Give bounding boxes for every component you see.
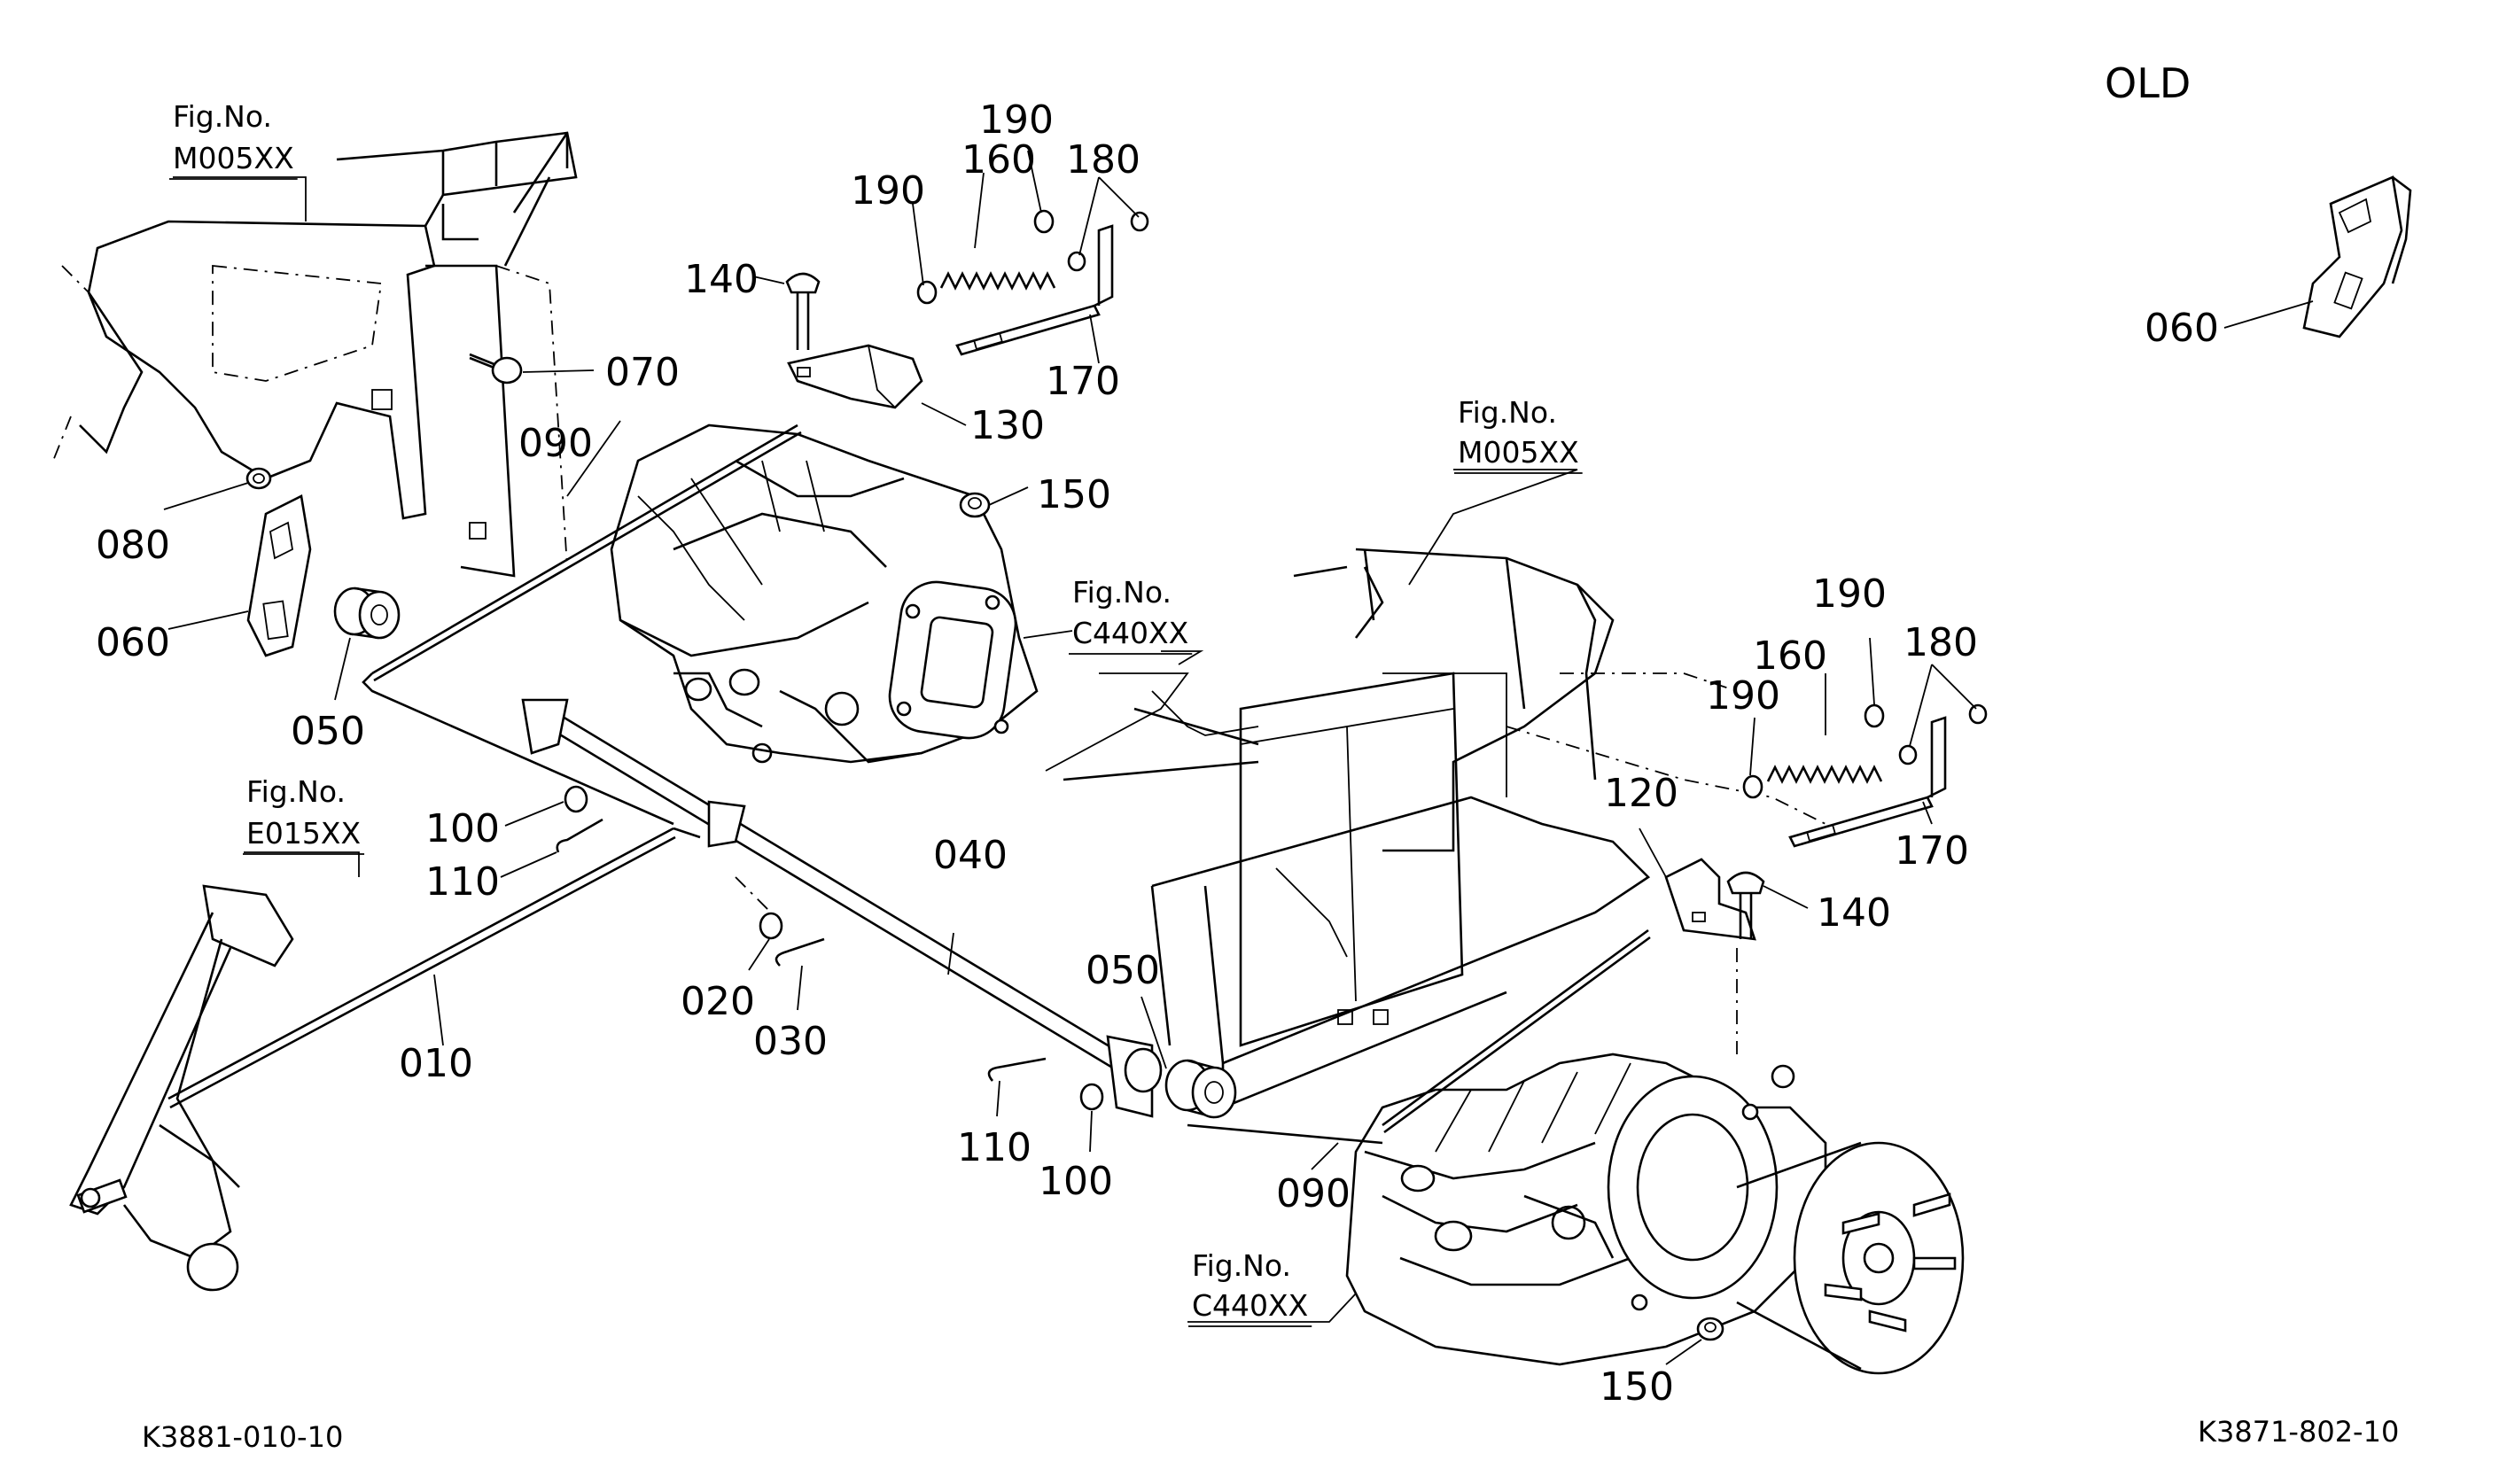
figure-ref-line1: Fig.No.	[173, 99, 272, 134]
lever-120	[1664, 858, 1756, 941]
diagram-code-left: K3881-010-10	[142, 1420, 343, 1454]
callout-050: 050	[1086, 948, 1160, 993]
bushing-050-left	[333, 587, 401, 640]
callout-020: 020	[681, 979, 755, 1024]
callout-090: 090	[518, 421, 593, 466]
diagram-code-right: K3871-802-10	[2198, 1415, 2399, 1449]
washer-190-upper-b	[1033, 209, 1055, 234]
callout-170: 170	[1046, 359, 1120, 404]
washer-190-lower-a	[1742, 774, 1763, 799]
figure-ref-line1: Fig.No.	[1192, 1248, 1291, 1283]
callout-030: 030	[753, 1019, 828, 1064]
figure-ref-line1: Fig.No.	[1072, 575, 1172, 610]
bolt-070	[469, 353, 523, 385]
washer-100-right	[1079, 1083, 1104, 1111]
callout-060: 060	[96, 620, 170, 665]
pin-110-right	[987, 1057, 1047, 1082]
callout-180: 180	[1903, 620, 1978, 665]
callout-100: 100	[1039, 1159, 1113, 1204]
nut-150-lower	[1696, 1317, 1724, 1341]
frame-left-upper	[52, 131, 578, 578]
callout-150: 150	[1600, 1364, 1674, 1410]
figure-ref-line2: M005XX	[173, 141, 294, 175]
rod-010	[167, 827, 701, 1109]
figure-ref-line2: C440XX	[1192, 1288, 1308, 1323]
figure-ref-line2: C440XX	[1072, 616, 1188, 650]
callout-190: 190	[851, 168, 925, 214]
transmission-upper	[610, 423, 1039, 764]
old-label: OLD	[2105, 59, 2191, 107]
callout-140: 140	[684, 257, 759, 302]
callout-190: 190	[1812, 571, 1887, 617]
frame-right	[1063, 548, 1844, 1109]
callout-170: 170	[1895, 828, 1969, 874]
bracket-170-upper	[955, 224, 1114, 356]
washer-020	[759, 912, 783, 940]
pin-110-left	[556, 818, 603, 853]
pedal-assembly	[69, 884, 294, 1292]
callout-010: 010	[399, 1041, 473, 1086]
callout-110: 110	[425, 859, 500, 905]
figure-ref-line2: M005XX	[1458, 435, 1579, 470]
figure-ref-m005xx-right: Fig.No. M005XX	[1454, 395, 1583, 474]
wheel-hub	[1736, 1141, 1965, 1375]
callout-190: 190	[1706, 673, 1780, 719]
callout-120: 120	[1604, 771, 1678, 816]
callout-070: 070	[605, 350, 680, 395]
rod-090-lower	[1382, 928, 1651, 1134]
figure-ref-line2: E015XX	[246, 816, 361, 851]
nuts-180-upper	[1067, 211, 1149, 272]
bracket-170-lower	[1788, 716, 1947, 848]
nut-080	[245, 467, 272, 490]
callout-110: 110	[957, 1125, 1032, 1170]
bushing-050-right	[1164, 1059, 1237, 1119]
rod-090-upper	[371, 423, 802, 682]
callout-190: 190	[979, 97, 1054, 143]
spring-160-lower	[1766, 765, 1883, 784]
clevis-pin-140-upper	[785, 272, 821, 350]
callout-060: 060	[2145, 306, 2219, 351]
callout-180: 180	[1066, 137, 1141, 183]
pin-030	[775, 937, 825, 967]
figure-ref-line1: Fig.No.	[1458, 395, 1557, 430]
washer-190-lower-b	[1864, 703, 1885, 728]
spring-160-upper	[939, 271, 1056, 291]
washer-100-left	[564, 785, 588, 813]
figure-ref-e015xx: Fig.No. E015XX	[243, 774, 365, 855]
callout-050: 050	[291, 709, 365, 754]
callout-100: 100	[425, 806, 500, 851]
figure-ref-line1: Fig.No.	[246, 774, 346, 809]
callout-160: 160	[1753, 633, 1827, 679]
washer-190-upper-a	[916, 280, 938, 305]
leader-lines	[163, 150, 2314, 1365]
callout-080: 080	[96, 523, 170, 568]
lever-130	[787, 344, 923, 409]
shaft-040	[521, 698, 1163, 1118]
callout-160: 160	[961, 137, 1036, 183]
callout-130: 130	[970, 403, 1045, 448]
callout-040: 040	[933, 833, 1008, 878]
nuts-180-lower	[1898, 703, 1988, 765]
bracket-060-left	[246, 494, 312, 657]
callout-090: 090	[1276, 1171, 1351, 1216]
bracket-060-old	[2302, 175, 2412, 338]
figure-ref-c440xx-lower: Fig.No. C440XX	[1188, 1248, 1312, 1327]
callout-140: 140	[1817, 890, 1891, 936]
clevis-pin-140-lower	[1726, 871, 1765, 939]
transmission-lower	[1345, 1053, 1827, 1366]
figure-ref-c440xx-upper: Fig.No. C440XX	[1069, 575, 1193, 655]
callout-150: 150	[1037, 472, 1111, 517]
nut-150-upper	[959, 492, 991, 518]
figure-ref-m005xx-left: Fig.No. M005XX	[169, 99, 298, 180]
